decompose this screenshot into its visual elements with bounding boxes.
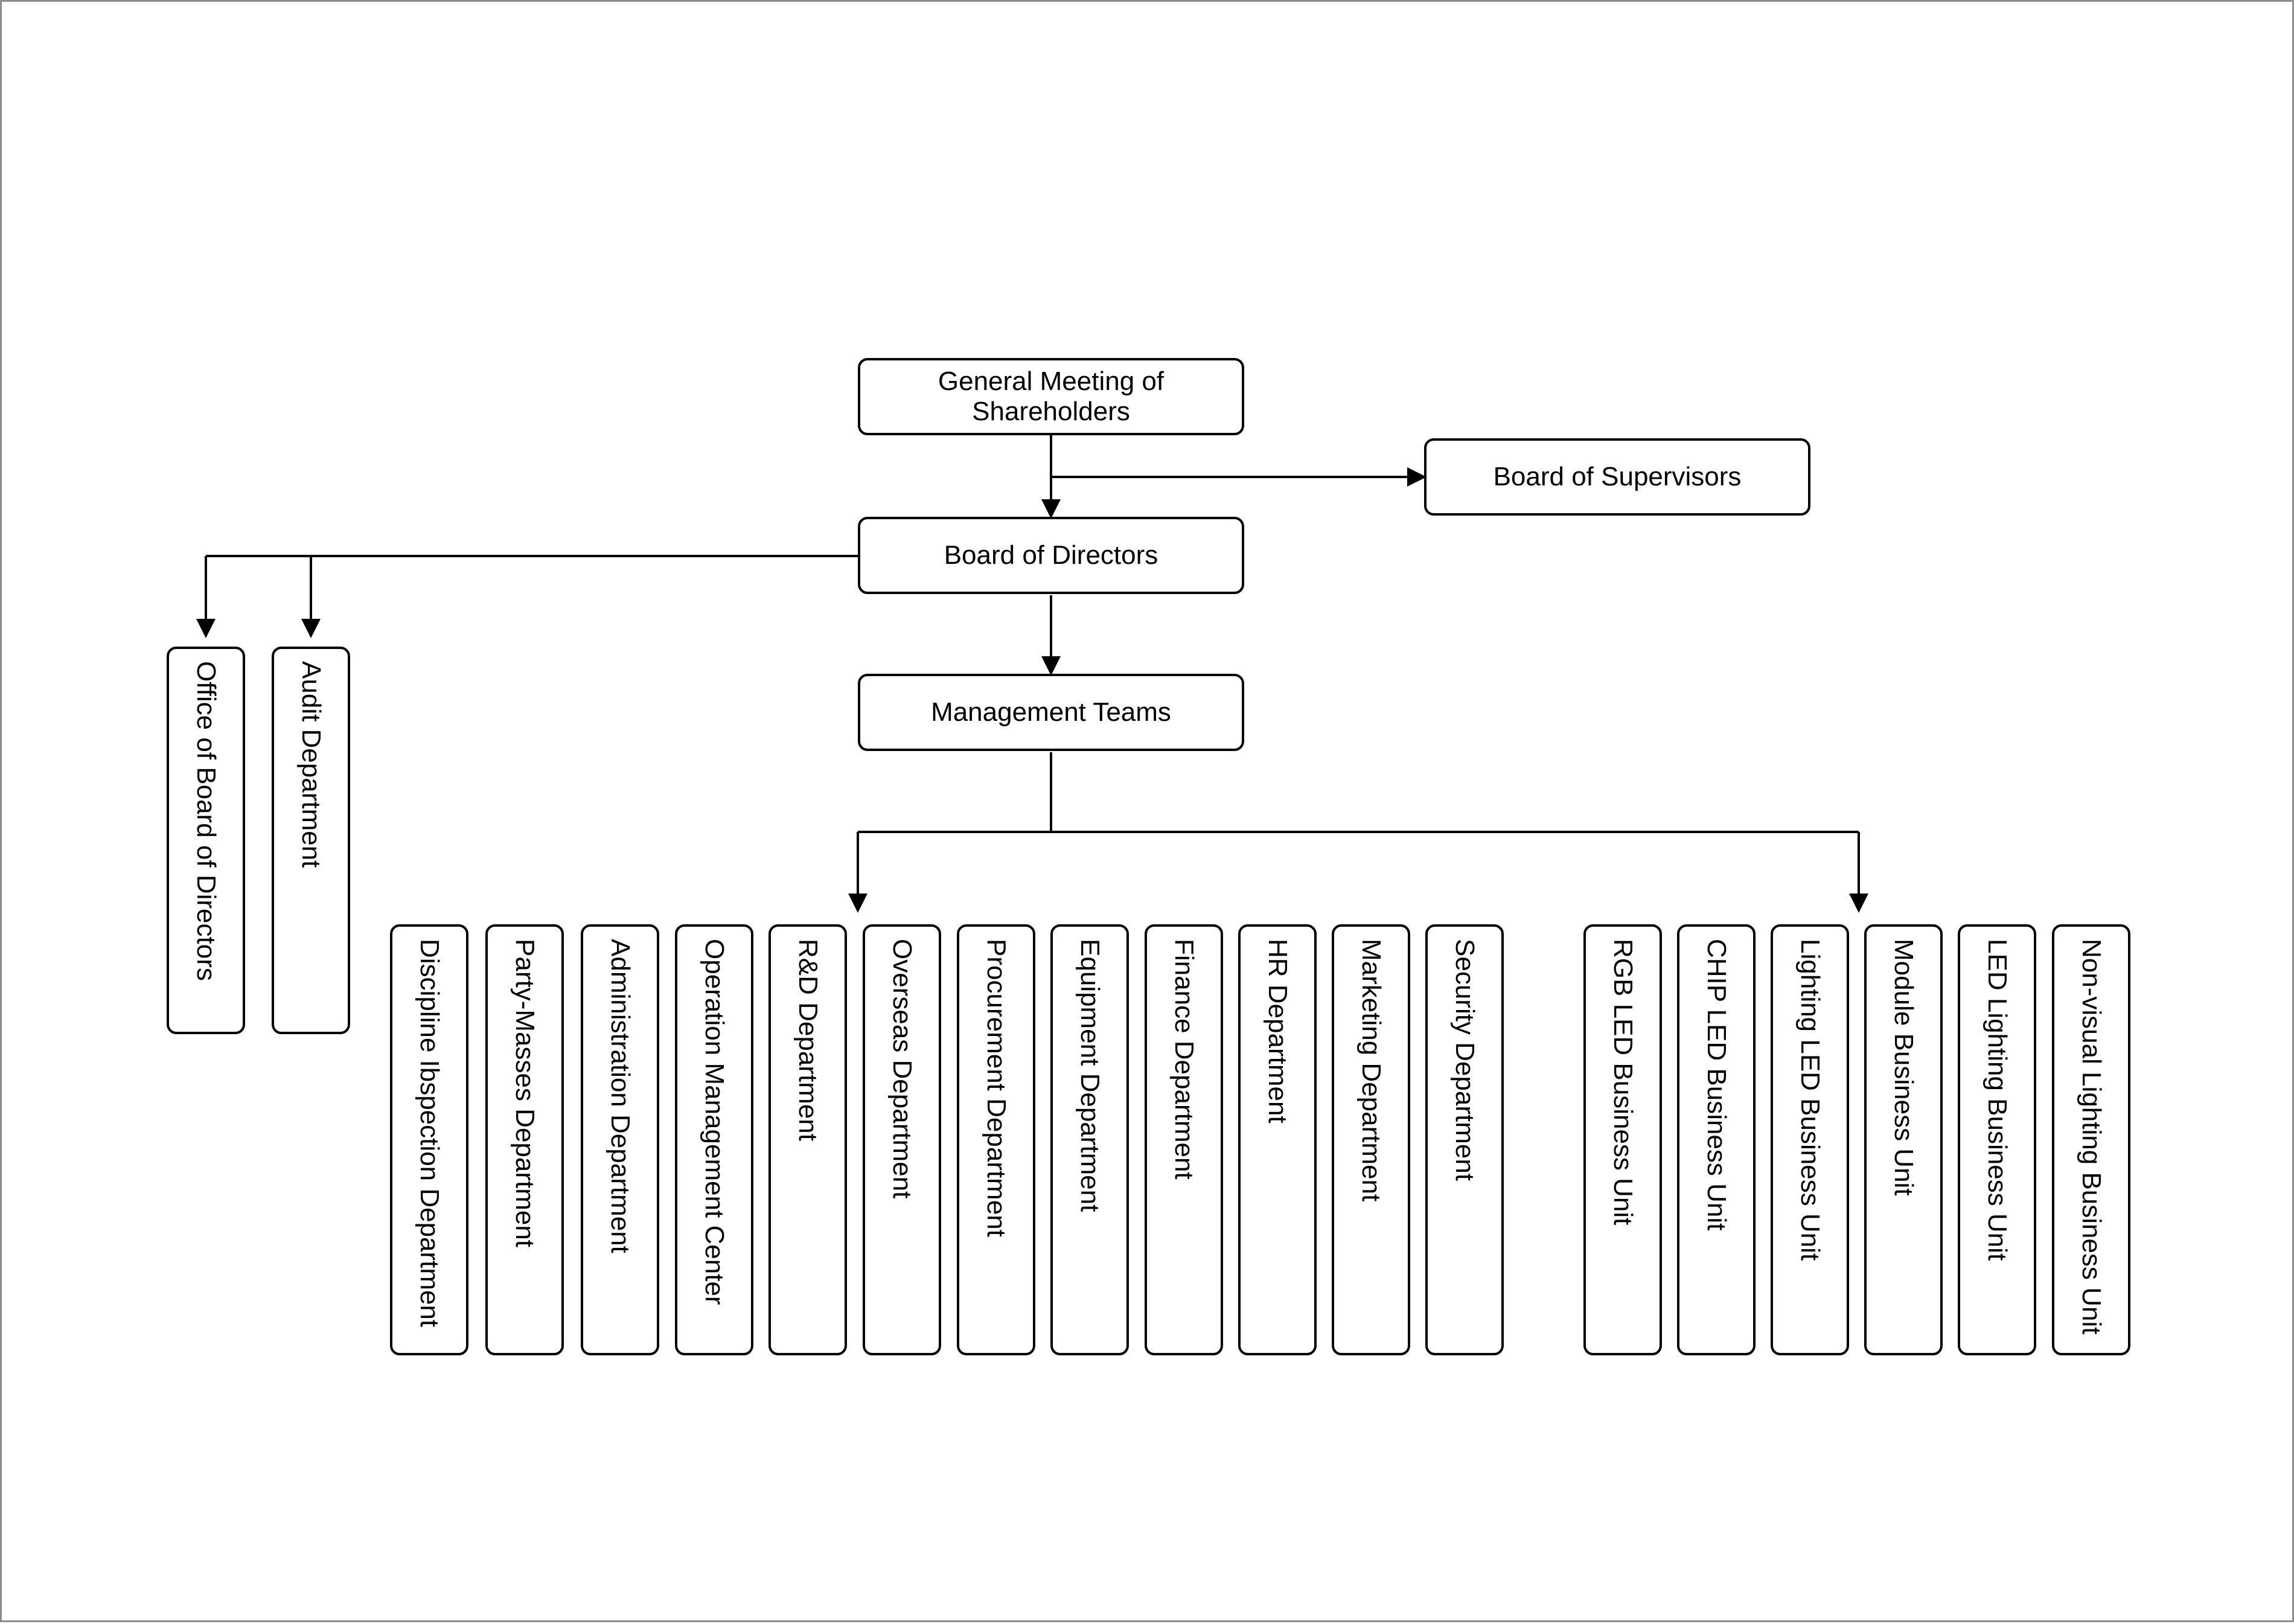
- node-label: RGB LED Business Unit: [1608, 939, 1638, 1226]
- node-label: Procurement Department: [982, 939, 1011, 1237]
- node-label: Management Teams: [931, 697, 1171, 727]
- node-label: HR Department: [1263, 939, 1292, 1124]
- node-business-unit: CHIP LED Business Unit: [1677, 924, 1756, 1355]
- node-department: Operation Management Center: [675, 924, 753, 1355]
- node-business-unit: LED Lighting Business Unit: [1958, 924, 2036, 1355]
- node-label: Finance Department: [1169, 939, 1199, 1180]
- node-label: Non-visual Lighting Business Unit: [2077, 939, 2106, 1335]
- node-label: Board of Directors: [944, 540, 1158, 570]
- node-label: CHIP LED Business Unit: [1702, 939, 1731, 1231]
- node-label: Board of Supervisors: [1493, 462, 1742, 491]
- node-department: R&D Department: [768, 924, 847, 1355]
- node-office-of-board-of-directors: Office of Board of Directors: [167, 647, 245, 1034]
- node-department: Finance Department: [1145, 924, 1223, 1355]
- node-label: Overseas Department: [887, 939, 917, 1199]
- node-department: Procurement Department: [957, 924, 1035, 1355]
- node-label: General Meeting of Shareholders: [938, 366, 1165, 426]
- node-department: Administration Department: [581, 924, 659, 1355]
- node-department: Marketing Department: [1332, 924, 1410, 1355]
- node-label: Module Business Unit: [1889, 939, 1919, 1196]
- node-label: R&D Department: [793, 939, 823, 1142]
- node-business-unit: Lighting LED Business Unit: [1771, 924, 1849, 1355]
- node-department: HR Department: [1238, 924, 1317, 1355]
- node-audit-department: Audit Department: [272, 647, 350, 1034]
- node-department: Equipment Department: [1050, 924, 1129, 1355]
- node-business-unit: Non-visual Lighting Business Unit: [2052, 924, 2130, 1355]
- node-label: Security Department: [1450, 939, 1480, 1181]
- node-department: Party-Masses Department: [485, 924, 564, 1355]
- node-label: Lighting LED Business Unit: [1795, 939, 1825, 1261]
- node-label: Operation Management Center: [700, 939, 729, 1305]
- node-label: Party-Masses Department: [510, 939, 540, 1248]
- node-department: Security Department: [1425, 924, 1504, 1355]
- node-business-unit: RGB LED Business Unit: [1583, 924, 1662, 1355]
- node-label: Marketing Department: [1356, 939, 1386, 1202]
- node-department: Discipline Ibspection Department: [390, 924, 468, 1355]
- node-label: Equipment Department: [1075, 939, 1105, 1212]
- node-management-teams: Management Teams: [858, 674, 1244, 751]
- node-general-meeting-of-shareholders: General Meeting of Shareholders: [858, 358, 1244, 435]
- node-label: Administration Department: [605, 939, 635, 1253]
- node-business-unit: Module Business Unit: [1864, 924, 1943, 1355]
- node-label: Discipline Ibspection Department: [415, 939, 444, 1328]
- node-board-of-directors: Board of Directors: [858, 517, 1244, 594]
- node-label: Audit Department: [296, 661, 326, 868]
- node-label: LED Lighting Business Unit: [1982, 939, 2012, 1261]
- node-department: Overseas Department: [863, 924, 941, 1355]
- node-label: Office of Board of Directors: [191, 661, 221, 981]
- node-board-of-supervisors: Board of Supervisors: [1424, 438, 1810, 516]
